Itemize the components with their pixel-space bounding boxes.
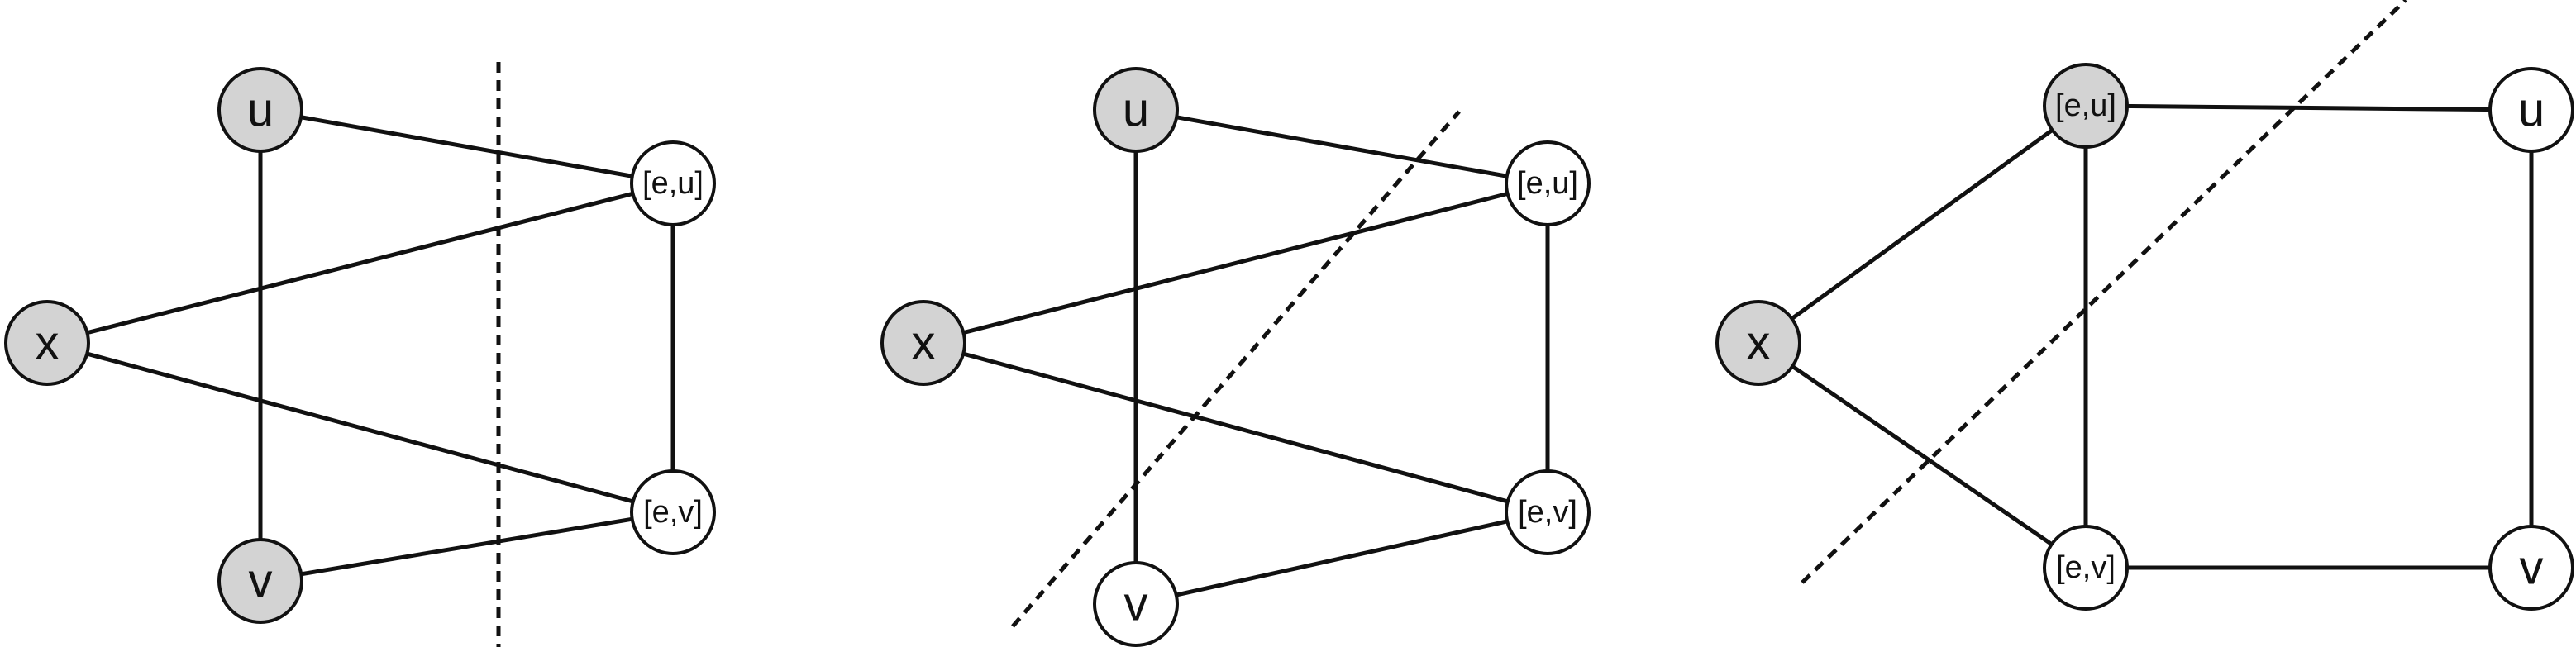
edge-x-ev	[1756, 340, 2088, 570]
node-eu-label: [e,u]	[2055, 88, 2116, 123]
edge-v-ev	[1133, 510, 1550, 607]
node-v: v	[217, 538, 303, 624]
node-v-label: v	[249, 554, 273, 608]
node-ev: [e,v]	[1505, 469, 1591, 555]
node-ev: [e,v]	[2043, 525, 2129, 611]
node-eu-circle	[2043, 63, 2129, 149]
edge-x-ev	[921, 340, 1550, 515]
node-x-circle	[1715, 300, 1801, 386]
panel-3: x [e,u] [e,v] u v	[1715, 0, 2574, 611]
node-eu: [e,u]	[1505, 140, 1591, 226]
node-ev-circle	[1505, 469, 1591, 555]
cut-line	[1801, 0, 2407, 584]
node-ev-circle	[2043, 525, 2129, 611]
node-u-circle	[1093, 67, 1179, 153]
node-eu-circle	[1505, 140, 1591, 226]
edge-x-eu	[921, 181, 1550, 345]
node-v-circle	[1093, 561, 1179, 647]
node-ev-label: [e,v]	[2056, 550, 2116, 585]
edge-u-eu	[258, 107, 675, 186]
edge-x-eu	[45, 181, 675, 345]
node-ev-label: [e,v]	[1518, 495, 1577, 530]
node-x-circle	[880, 300, 966, 386]
node-x: x	[880, 300, 966, 386]
edge-x-eu	[1756, 103, 2088, 345]
node-eu: [e,u]	[2043, 63, 2129, 149]
node-x-label: x	[1747, 316, 1771, 370]
node-eu-label: [e,u]	[642, 166, 704, 201]
node-eu-circle	[630, 140, 716, 226]
node-ev-circle	[630, 469, 716, 555]
node-x: x	[1715, 300, 1801, 386]
node-x: x	[4, 300, 90, 386]
node-u: u	[1093, 67, 1179, 153]
node-u-label: u	[1123, 83, 1149, 137]
node-u: u	[2488, 67, 2574, 153]
panel-2: u v x [e,u] [e,v]	[880, 67, 1591, 647]
edge-v-ev	[258, 510, 675, 583]
cut-line	[1011, 110, 1461, 628]
node-v: v	[1093, 561, 1179, 647]
node-u-circle	[217, 67, 303, 153]
node-eu-label: [e,u]	[1517, 166, 1578, 201]
panel-1: u v x [e,u] [e,v]	[4, 62, 716, 647]
node-ev: [e,v]	[630, 469, 716, 555]
node-v-label: v	[1124, 578, 1148, 631]
edge-x-ev	[45, 340, 675, 515]
node-u-label: u	[247, 83, 274, 137]
node-eu: [e,u]	[630, 140, 716, 226]
node-v-circle	[2488, 525, 2574, 611]
node-x-label: x	[36, 316, 60, 370]
node-x-label: x	[912, 316, 936, 370]
node-v-label: v	[2520, 541, 2544, 595]
node-ev-label: [e,v]	[643, 495, 703, 530]
node-v-circle	[217, 538, 303, 624]
node-v: v	[2488, 525, 2574, 611]
node-u-circle	[2488, 67, 2574, 153]
node-u-label: u	[2518, 83, 2545, 137]
node-x-circle	[4, 300, 90, 386]
node-u: u	[217, 67, 303, 153]
edge-eu-u	[2083, 103, 2534, 112]
edge-u-eu	[1133, 107, 1550, 186]
